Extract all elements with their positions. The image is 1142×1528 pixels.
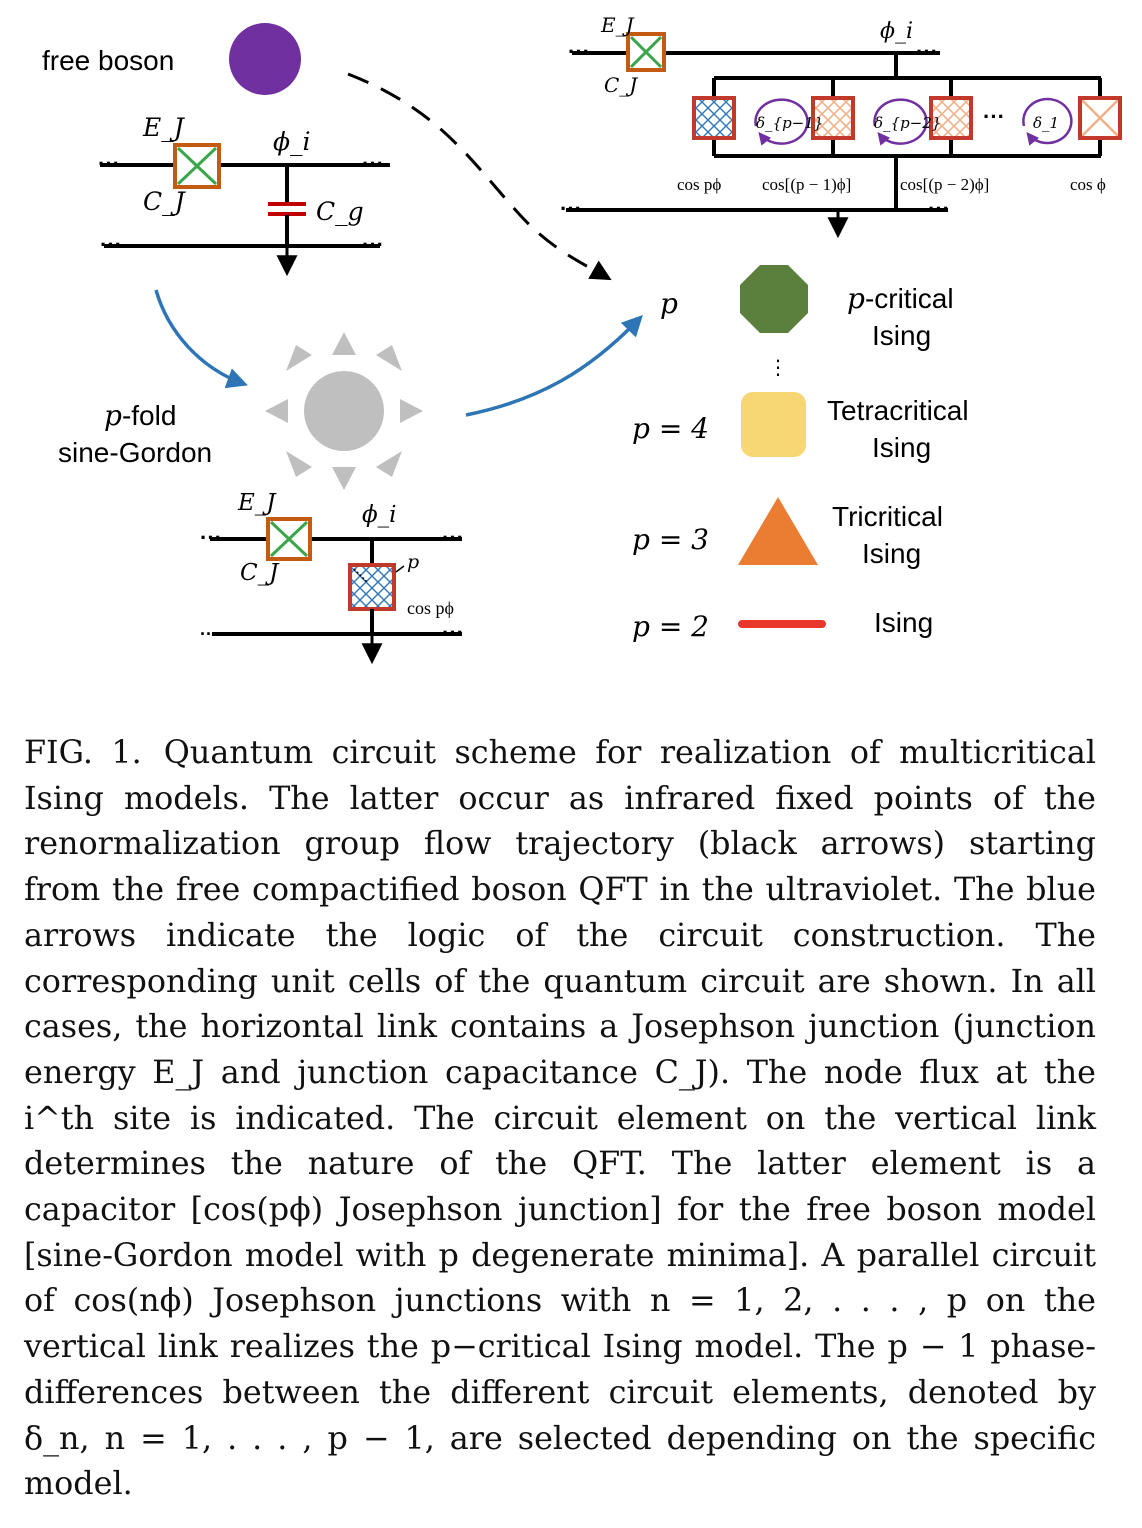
cos-p-phi-label: cos pϕ (407, 598, 454, 618)
ej-label-2: E_J (237, 490, 277, 516)
cos-p-phi-junction-icon (348, 563, 396, 611)
rounded-square-icon (741, 392, 806, 457)
octagon-icon (740, 265, 808, 333)
figure-caption: FIG. 1.Quantum circuit scheme for realiz… (24, 730, 1096, 1507)
free-boson-label: free boson (42, 45, 174, 76)
legend-p-label: p (660, 287, 678, 320)
free-boson-purple-circle-icon (229, 23, 301, 95)
svg-text:···: ··· (916, 39, 938, 64)
cos-label-1: cos[(p − 1)ϕ] (762, 175, 851, 194)
ej-label-3: E_J (600, 13, 635, 37)
triangle-icon (738, 497, 818, 565)
legend-item-3-line1: Ising (874, 607, 933, 638)
figure-panel: free boson ··· ··· ··· ··· ··· E_J C_J ϕ… (0, 0, 1142, 700)
phi-i-label-2: ϕ_i (362, 502, 397, 528)
cj-label-3: C_J (604, 73, 638, 97)
svg-text:···: ··· (100, 232, 122, 257)
legend-item-1-line1: Tetracritical (827, 395, 969, 426)
p-small-label: p (407, 551, 419, 573)
cos-label-2: cos[(p − 2)ϕ] (900, 175, 989, 194)
legend-item-2-p: p = 3 (632, 523, 709, 556)
svg-text:···: ··· (200, 624, 218, 644)
svg-text:···: ··· (442, 620, 464, 645)
sun-icon (265, 332, 423, 490)
cj-label: C_J (143, 187, 187, 216)
svg-text:···: ··· (104, 155, 124, 177)
phi-i-label: ϕ_i (273, 127, 311, 156)
svg-text:···: ··· (200, 525, 222, 550)
svg-text:···: ··· (442, 525, 464, 550)
delta-label-0: δ_{p−1} (756, 114, 823, 132)
legend-item-0-line1: p-critical (847, 282, 954, 315)
caption-label: FIG. 1. (24, 734, 142, 771)
sine-gordon-circuit (210, 517, 462, 665)
legend-item-1-line2: Ising (872, 432, 931, 463)
blue-arrow-up (465, 314, 643, 417)
vdots: ⋮ (768, 357, 788, 379)
legend-item-2-line2: Ising (862, 538, 921, 569)
cos-label-0: cos pϕ (677, 175, 721, 194)
ej-label: E_J (142, 113, 186, 142)
svg-text:···: ··· (362, 151, 384, 176)
cj-label-2: C_J (240, 560, 280, 586)
delta-label-2: δ_1 (1033, 114, 1059, 132)
legend-item-0-line2: Ising (872, 320, 931, 351)
caption-text: Quantum circuit scheme for realization o… (24, 734, 1096, 1503)
free-boson-circuit: ··· (100, 143, 390, 277)
cg-label: C_g (316, 197, 364, 226)
phi-i-label-3: ϕ_i (880, 19, 913, 44)
legend-item-2-line1: Tricritical (832, 501, 943, 532)
svg-text:···: ··· (98, 151, 120, 176)
blue-arrow-down (154, 289, 248, 389)
svg-text:···: ··· (928, 196, 950, 221)
rg-flow-arrow (347, 72, 612, 281)
parallel-circuit (566, 32, 1122, 239)
delta-label-1: δ_{p−2} (874, 114, 941, 132)
svg-text:···: ··· (560, 196, 582, 221)
sine-gordon-label-line2: sine-Gordon (58, 437, 212, 468)
sine-gordon-label-line1: p-fold (104, 399, 176, 432)
legend-item-3-p: p = 2 (632, 610, 709, 643)
legend-item-1-p: p = 4 (632, 412, 709, 445)
svg-text:···: ··· (362, 232, 384, 257)
top-ellipsis: ··· (983, 104, 1005, 129)
cos-label-3: cos ϕ (1070, 175, 1106, 194)
svg-text:···: ··· (568, 39, 590, 64)
